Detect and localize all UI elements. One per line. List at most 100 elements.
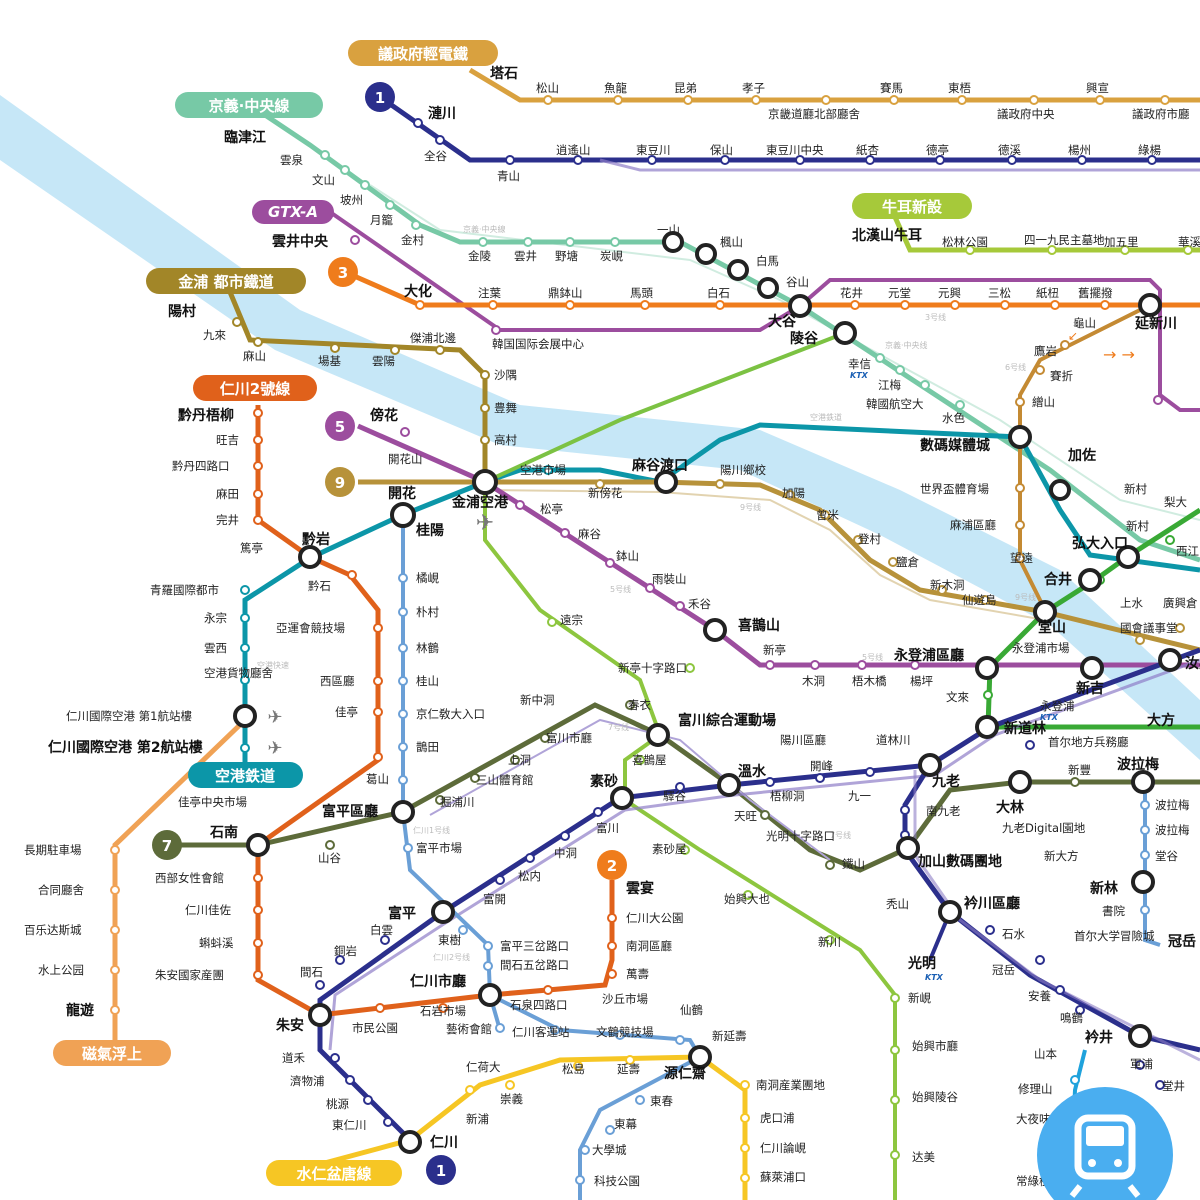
station-label[interactable]: 光明十字路口 [766,829,835,843]
badge-line-9[interactable]: 9 [325,467,355,497]
station-label[interactable]: 黔丹梧柳 [178,407,234,424]
station-label[interactable]: 永登浦區廳 [893,647,964,664]
station-label[interactable]: 合同廳舍 [38,883,84,897]
station-label[interactable]: 江梅 [878,378,901,392]
station-label[interactable]: 道林川 [876,733,911,747]
station-label[interactable]: 三山體育館 [476,773,534,787]
station-label[interactable]: 喜鵲屋 [632,753,667,767]
station-label[interactable]: 西江 [1176,544,1199,558]
station-label[interactable]: 佳亭中央市場 [178,795,247,809]
station-label[interactable]: 九老Digital園地 [1002,821,1086,835]
station-label[interactable]: 東豆川中央 [766,143,824,157]
station-label[interactable]: 月籠 [370,213,393,227]
station-label[interactable]: 鼎鉢山 [548,286,583,300]
station-label[interactable]: 松内 [518,869,541,883]
station-label[interactable]: 龍遊 [66,1002,94,1019]
station-label[interactable]: 新村 [1124,482,1147,496]
station-label[interactable]: 開花山 [388,452,423,466]
station-label[interactable]: 花井 [840,286,863,300]
station-label[interactable]: 大谷 [768,313,797,330]
badge-incheon2[interactable]: 仁川2號線 [193,375,317,401]
station-label[interactable]: 延新川 [1134,315,1177,332]
station-label[interactable]: 篤亭 [240,541,263,555]
badge-gyeongui[interactable]: 京義·中央線 [175,92,323,118]
station-label[interactable]: 富平三岔路口 [500,939,569,953]
station-label[interactable]: 楊坪 [910,674,933,688]
station-label[interactable]: 堂山 [1038,619,1066,636]
station-label[interactable]: 蘇萊浦口 [760,1170,806,1184]
station-label[interactable]: 堂井 [1162,1079,1185,1093]
station-label[interactable]: 桃源 [326,1097,349,1111]
station-label[interactable]: 松島 [562,1062,585,1076]
station-label[interactable]: 汝矣 [1185,655,1200,672]
station-label[interactable]: 朱安國家産團 [155,968,224,982]
station-label[interactable]: 青山 [497,169,520,183]
station-label[interactable]: 德亭 [926,143,949,157]
station-label[interactable]: 富平 [388,905,416,922]
station-label[interactable]: 水上公园 [38,963,84,977]
station-label[interactable]: 新亭 [763,643,786,657]
station-label[interactable]: 新吉 [1076,680,1104,697]
station-label[interactable]: 昆弟 [674,81,697,95]
station-label[interactable]: 白馬 [756,254,779,268]
subway-fab-button[interactable] [1037,1087,1173,1200]
station-label[interactable]: 賽折 [1050,369,1073,383]
station-label[interactable]: 陽川區廳 [780,733,826,747]
station-label[interactable]: 京畿道廳北部廳舍 [768,107,860,121]
station-label[interactable]: 雲宴 [626,880,654,897]
badge-line-3[interactable]: 3 [328,257,358,287]
station-label[interactable]: 仁川客運站 [512,1025,570,1039]
station-label[interactable]: 傑浦北邊 [410,331,456,345]
station-label[interactable]: 麻谷 [578,527,601,541]
station-label[interactable]: 白雲 [370,923,393,937]
station-label[interactable]: 麻山 [243,349,266,363]
station-label[interactable]: 藝術會館 [446,1022,492,1036]
badge-gtxa[interactable]: GTX-A [252,200,334,224]
station-label[interactable]: 金浦空港 [451,494,509,511]
station-label[interactable]: 南洞區廳 [626,939,672,953]
station-label[interactable]: 萬壽 [626,967,649,981]
station-label[interactable]: 波拉梅 [1155,798,1190,812]
station-label[interactable]: 衿井 [1085,1029,1113,1046]
station-label[interactable]: 國會議事堂 [1120,621,1178,635]
station-label[interactable]: 富平市場 [416,841,462,855]
station-label[interactable]: 數碼媒體城 [920,437,990,454]
station-label[interactable]: 九來 [203,328,226,342]
station-label[interactable]: 崇義 [500,1092,523,1106]
station-label[interactable]: 文鶴競技場 [596,1025,654,1039]
station-label[interactable]: 間石五岔路口 [500,958,569,972]
station-label[interactable]: 新大方 [1044,849,1079,863]
station-label[interactable]: 臨津江 [224,129,266,146]
station-label[interactable]: 一山 [657,223,680,237]
station-label[interactable]: 麻浦區廳 [950,518,996,532]
station-label[interactable]: 林鶴 [416,641,439,655]
station-label[interactable]: 東仁川 [332,1118,367,1132]
station-label[interactable]: 朴村 [416,605,439,619]
station-label[interactable]: 春衣 [628,698,651,712]
station-label[interactable]: 冠岳 [992,963,1015,977]
station-label[interactable]: 亞運會競技場 [276,621,345,635]
station-label[interactable]: 濟物浦 [290,1074,325,1088]
station-label[interactable]: 華溪 [1178,235,1200,249]
station-label[interactable]: 源仁齋 [664,1065,707,1082]
station-label[interactable]: 加五里 [1104,235,1139,249]
station-label[interactable]: 鳴鶴 [1060,1011,1083,1025]
station-label[interactable]: 文山 [312,173,335,187]
station-label[interactable]: 文來 [946,690,969,704]
station-label[interactable]: 興宣 [1086,81,1109,95]
station-label[interactable]: 龜山 [1073,316,1096,330]
badge-line-7[interactable]: 7 [152,830,182,860]
station-label[interactable]: 東幕 [614,1117,637,1131]
station-label[interactable]: 蝌蚪溪 [199,936,234,950]
station-label[interactable]: 禾谷 [688,597,711,611]
station-label[interactable]: 山本 [1034,1047,1057,1061]
station-label[interactable]: 空港市場 [520,463,566,477]
station-label[interactable]: 合井 [1044,571,1072,588]
station-label[interactable]: 新川 [818,935,841,949]
station-label[interactable]: 永登浦 [1040,699,1075,713]
station-label[interactable]: 素砂屋 [652,842,687,856]
badge-line-1-north[interactable]: 1 [365,82,395,112]
station-label[interactable]: 坡州 [340,193,363,207]
station-label[interactable]: 橘峴 [416,571,439,585]
station-label[interactable]: 賽馬 [880,81,903,95]
